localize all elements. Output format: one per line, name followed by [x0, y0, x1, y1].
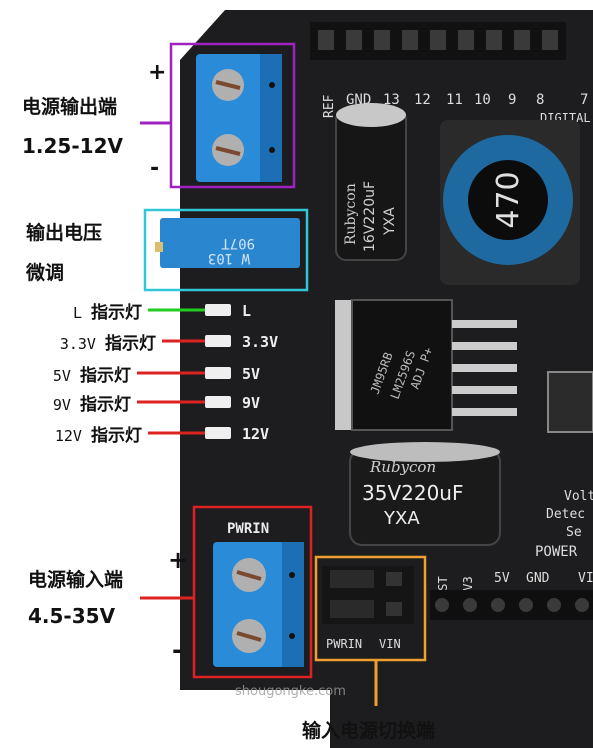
- indicator-prefix: 12V: [54, 427, 91, 445]
- inductor-marking: 470: [491, 171, 526, 228]
- indicator-prefix: 5V: [52, 367, 80, 385]
- led-3v3: [205, 335, 231, 347]
- adjust-line2: 微调: [26, 262, 65, 284]
- svg-text:GND: GND: [526, 571, 550, 586]
- capacitor-2: Rubycon 35V220uF YXA: [349, 442, 501, 546]
- header-pin-hole: [486, 30, 502, 50]
- header-pin-hole: [514, 30, 530, 50]
- watermark-url: shougongke.com: [235, 684, 346, 699]
- power-pin-hole: [547, 598, 561, 612]
- power-pin-hole: [519, 598, 533, 612]
- indicator-text: 指示灯: [80, 395, 131, 415]
- switch-label: 输入电源切换端: [302, 720, 436, 742]
- input-switch-jumper: PWRIN VIN: [322, 566, 414, 651]
- input-terminal-highlight: [192, 505, 313, 679]
- silk-power: POWER: [535, 544, 578, 560]
- silk-13: 13: [383, 92, 400, 108]
- svg-text:VI: VI: [578, 571, 593, 586]
- input-plus-sign: +: [168, 546, 189, 574]
- header-pin-hole: [346, 30, 362, 50]
- indicator-label-3v3: 3.3V 指示灯: [60, 329, 156, 354]
- silk-pwrin: PWRIN: [227, 521, 269, 537]
- indicator-prefix: 3.3V: [59, 335, 105, 353]
- output-minus-sign: -: [150, 156, 160, 181]
- indicator-prefix: L: [72, 304, 91, 322]
- output-terminal-highlight: [169, 42, 296, 189]
- header-pin-hole: [318, 30, 334, 50]
- led-5v: [205, 367, 231, 379]
- silk-12: 12: [414, 92, 431, 108]
- output-plus-sign: +: [148, 60, 167, 85]
- power-pin-hole: [435, 598, 449, 612]
- silk-8: 8: [536, 92, 544, 108]
- led-12v: [205, 427, 231, 439]
- indicator-label-L: L 指示灯: [73, 298, 142, 323]
- header-pin-hole: [458, 30, 474, 50]
- silk-9: 9: [508, 92, 516, 108]
- output-terminal-block: [196, 54, 282, 182]
- silk-ref: REF: [322, 94, 337, 118]
- power-pin-hole: [575, 598, 589, 612]
- svg-text:YXA: YXA: [382, 207, 398, 236]
- smd-part: [547, 371, 593, 433]
- output-range: 1.25-12V: [22, 134, 123, 158]
- led-9v: [205, 396, 231, 408]
- silk-10: 10: [474, 92, 491, 108]
- svg-text:YXA: YXA: [383, 508, 420, 529]
- led-L: [205, 304, 231, 316]
- trim-potentiometer: 907T W 103: [155, 218, 300, 268]
- svg-text:907T: 907T: [221, 235, 255, 251]
- power-pin-hole: [463, 598, 477, 612]
- inductor: 470: [440, 120, 580, 285]
- svg-text:Detec: Detec: [546, 507, 585, 522]
- input-minus-sign: -: [172, 636, 182, 664]
- indicator-label-5v: 5V 指示灯: [53, 361, 131, 386]
- silk-12v: 12V: [242, 425, 269, 443]
- led-indicators: L 3.3V 5V 9V 12V: [137, 302, 278, 443]
- indicator-label-12v: 12V 指示灯: [55, 421, 142, 446]
- voltage-detect-silk: Volt Detec Se: [546, 489, 593, 540]
- svg-text:Se: Se: [566, 525, 582, 540]
- silk-3v3: 3.3V: [242, 333, 278, 351]
- silk-L: L: [242, 302, 251, 320]
- svg-text:16V220uF: 16V220uF: [362, 181, 378, 252]
- input-terminal-block: [213, 542, 304, 667]
- svg-text:W 103: W 103: [208, 250, 250, 266]
- power-header: POWER RST 3V3 5V GND VI: [430, 544, 593, 620]
- power-pin-hole: [491, 598, 505, 612]
- silk-7: 7: [580, 92, 588, 108]
- svg-text:Volt: Volt: [564, 489, 593, 504]
- indicator-text: 指示灯: [80, 366, 131, 386]
- header-pin-hole: [542, 30, 558, 50]
- output-title: 电源输出端: [22, 96, 118, 118]
- svg-text:VIN: VIN: [379, 637, 401, 651]
- silk-11: 11: [446, 92, 463, 108]
- header-pin-hole: [402, 30, 418, 50]
- input-title: 电源输入端: [28, 569, 124, 591]
- svg-text:35V220uF: 35V220uF: [362, 481, 463, 505]
- regulator-chip: JM95RB LM2596S ADJ P+: [335, 299, 517, 431]
- silk-9v: 9V: [242, 394, 260, 412]
- indicator-text: 指示灯: [91, 303, 142, 323]
- silk-5v: 5V: [242, 365, 260, 383]
- svg-text:PWRIN: PWRIN: [326, 637, 362, 651]
- indicator-label-9v: 9V 指示灯: [53, 390, 131, 415]
- svg-text:5V: 5V: [494, 571, 510, 586]
- indicator-text: 指示灯: [105, 334, 156, 354]
- voltage-adjust-highlight: [143, 208, 309, 292]
- header-pin-hole: [430, 30, 446, 50]
- capacitor-1: Rubycon 16V220uF YXA: [335, 103, 407, 261]
- top-header: [310, 22, 566, 60]
- input-range: 4.5-35V: [28, 604, 116, 628]
- svg-text:Rubycon: Rubycon: [369, 458, 436, 476]
- svg-text:Rubycon: Rubycon: [343, 183, 359, 245]
- indicator-prefix: 9V: [52, 396, 80, 414]
- indicator-text: 指示灯: [91, 426, 142, 446]
- header-pin-hole: [374, 30, 390, 50]
- switch-highlight: [314, 555, 427, 662]
- adjust-line1: 输出电压: [26, 222, 103, 244]
